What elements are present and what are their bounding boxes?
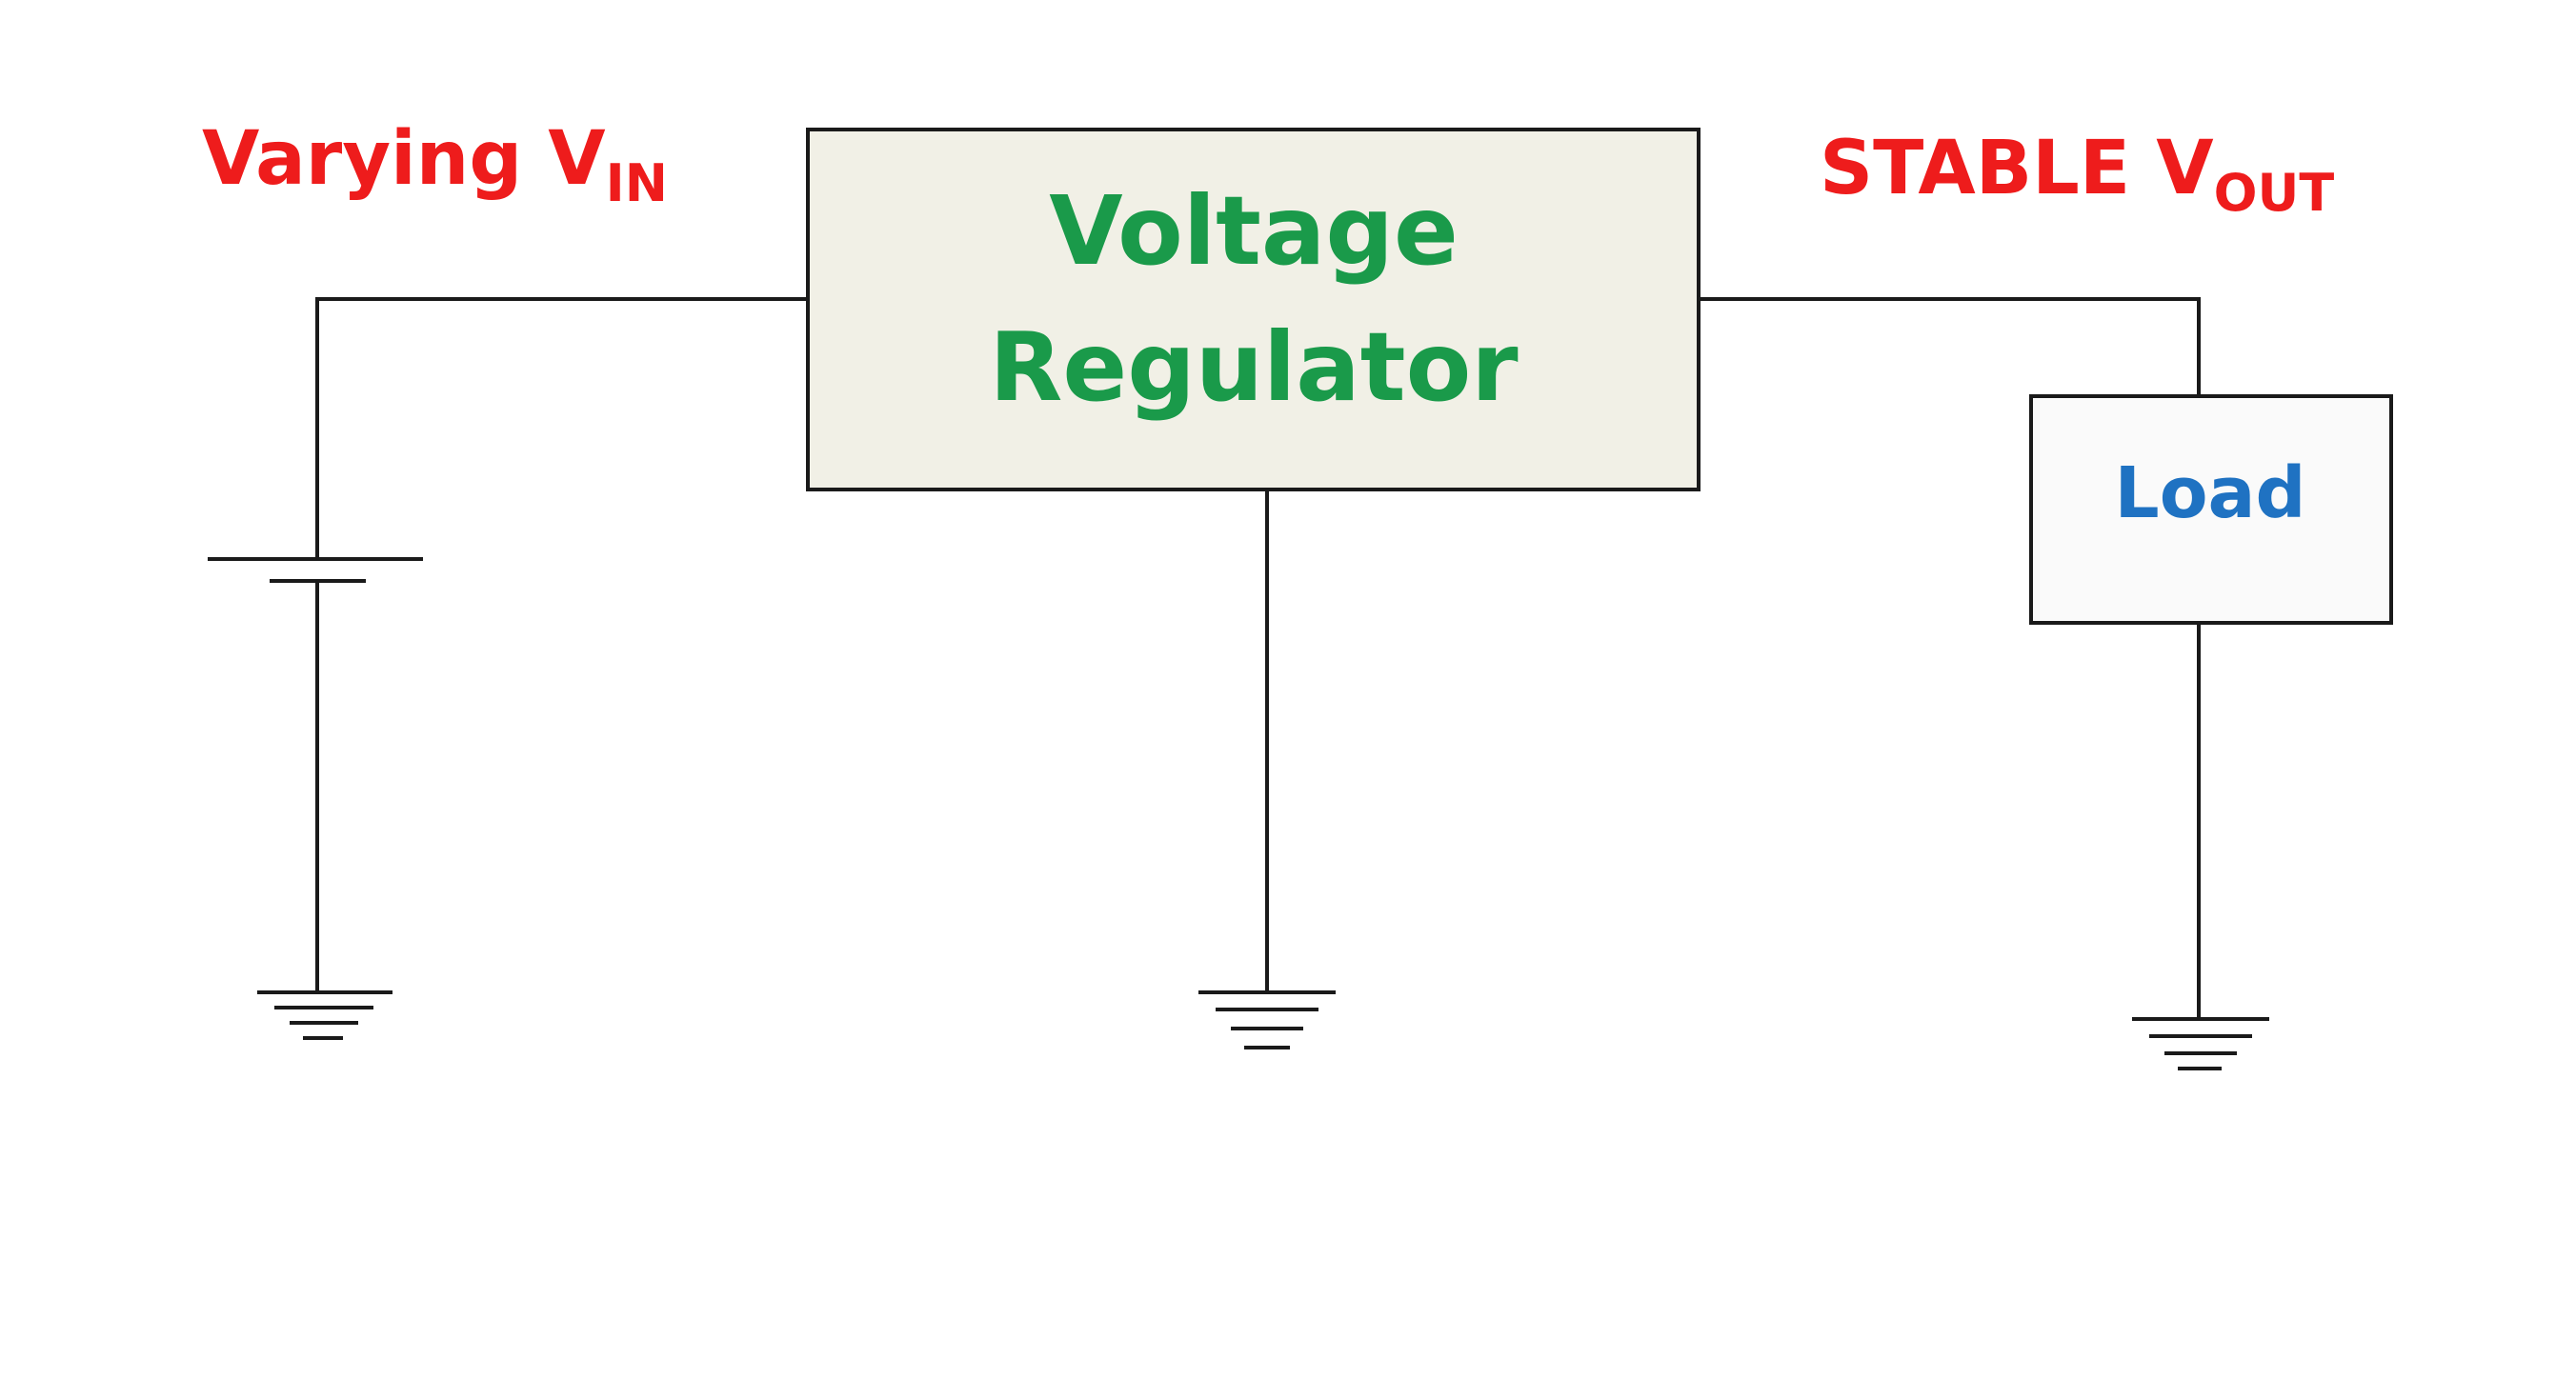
output-wire (1697, 297, 2201, 398)
output-voltage-label-main: STABLE V (1820, 126, 2214, 211)
load-label: Load (2115, 452, 2306, 534)
ground-symbol-center (1198, 990, 1336, 1049)
ground-symbol-right (2132, 1017, 2269, 1070)
output-voltage-label-subscript: OUT (2214, 163, 2335, 223)
output-voltage-label: STABLE VOUT (1820, 126, 2334, 223)
load-block: Load (2029, 394, 2393, 625)
input-voltage-label-main: Varying V (202, 116, 606, 202)
regulator-label-line2: Regulator (989, 311, 1519, 423)
ground-symbol-left (257, 990, 392, 1040)
input-wire (315, 297, 810, 561)
voltage-regulator-block: Voltage Regulator (806, 128, 1701, 491)
input-voltage-label: Varying VIN (202, 116, 668, 213)
input-voltage-label-subscript: IN (606, 153, 668, 213)
regulator-box (806, 128, 1701, 491)
regulator-label-line1: Voltage (1049, 175, 1459, 287)
battery-symbol (208, 557, 423, 583)
load-box (2029, 394, 2393, 625)
